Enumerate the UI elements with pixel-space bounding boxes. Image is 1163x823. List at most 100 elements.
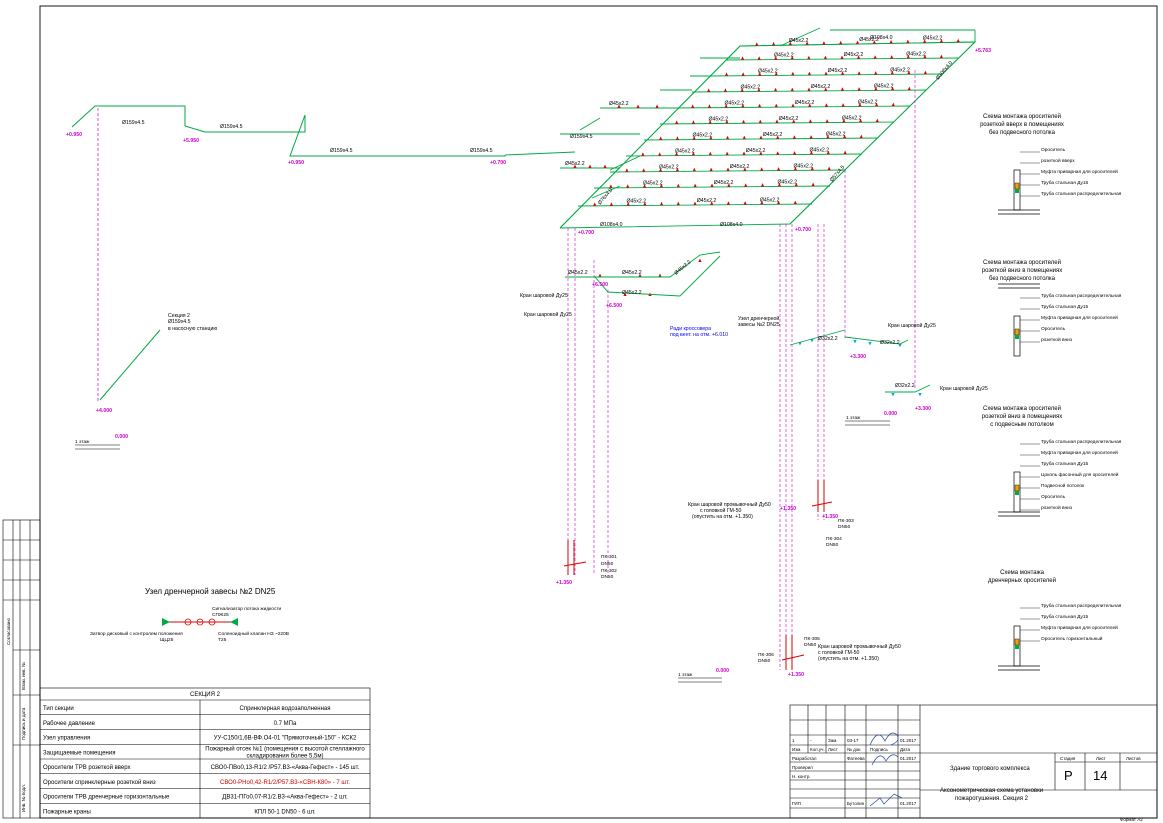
scheme-coupling <box>1014 484 1020 492</box>
sprinkler-head <box>742 151 746 155</box>
table-cell-value: ДВ31-ПГо0,07-R1/2.В3-«Аква-Гефест» - 2 ш… <box>222 795 348 801</box>
scheme-title-line: розеткой вверх в помещениях <box>980 121 1064 128</box>
elev-e7: +5.763 <box>975 48 991 54</box>
section-table <box>39 687 371 819</box>
section-table-title: СЕКЦИЯ 2 <box>190 692 221 698</box>
scheme-label: розеткой вниз <box>1041 504 1073 511</box>
table-cell-key: Оросители спринклерные розеткой вниз <box>43 779 156 786</box>
branch-label: Ø45х2.2 <box>828 68 848 74</box>
label-d159-b: Ø159х4.5 <box>220 124 243 130</box>
scheme-title-line: розеткой вниз в помещениях <box>982 413 1063 420</box>
sprinkler-head <box>642 168 646 172</box>
signature <box>869 732 903 807</box>
side-stamp-inv: Инв. № подл. <box>21 784 26 812</box>
scheme-sprinkler <box>1015 491 1019 495</box>
table-cell-value: складирования более 5,5м) <box>246 753 323 759</box>
sprinkler-head <box>794 182 798 187</box>
sprinkler-head <box>826 150 830 155</box>
elev-e13: +1.350 <box>556 580 572 586</box>
branch-label: Ø45х2.2 <box>923 36 943 42</box>
branch-label: Ø45х2.2 <box>627 199 647 205</box>
scheme-sprinkler <box>1015 189 1019 193</box>
sprinkler-head <box>906 54 910 59</box>
sheet-frame <box>39 5 1158 819</box>
sprinkler-head <box>707 104 712 108</box>
sprinkler-head <box>842 134 847 139</box>
sprinkler-head <box>825 119 829 123</box>
stamp-rev-cell: 03-17 <box>847 738 859 743</box>
sprinkler-head <box>658 273 662 277</box>
sprinkler-head <box>826 134 830 139</box>
sprinkler-head <box>809 150 814 155</box>
sprinkler-head <box>725 119 729 124</box>
fire-hydrants <box>563 480 833 670</box>
sprinkler-head <box>617 104 621 108</box>
scheme-branch <box>1013 169 1021 211</box>
branch-label: Ø45х2.2 <box>741 85 761 91</box>
table-cell-key: Рабочее давление <box>43 721 96 727</box>
sprinkler-head <box>906 39 910 44</box>
note-blue-2: под вент. на отм. +6.010 <box>670 332 728 338</box>
floor-label-1: 1 этаж <box>75 439 90 445</box>
sprinkler-head <box>658 168 663 172</box>
table-cell-value: 0.7 МПа <box>274 721 297 727</box>
branch-label: Ø45х2.2 <box>643 181 663 187</box>
table-cell-value: СВО0-РНо0,42-R1/2/Р57.В3-«СВН-К80» - 7 ш… <box>220 780 350 786</box>
stamp-role: Разработал <box>792 756 817 761</box>
sprinkler-head <box>757 56 761 60</box>
branch-label: Ø45х2.2 <box>795 100 815 106</box>
branch-label: Ø45х2.2 <box>746 148 766 154</box>
sprinkler-head-down <box>810 339 814 343</box>
sprinkler-head <box>658 152 662 156</box>
stamp-rev-cell: 01.2017 <box>900 738 917 743</box>
note-valve50-3: (опустить на отм. +1.350) <box>692 514 753 520</box>
sprinkler-head <box>857 87 861 91</box>
label-32-a: Ø32х2.2 <box>818 336 838 342</box>
sprinkler-head <box>889 39 893 44</box>
label-32-b: Ø32х2.2 <box>880 340 900 346</box>
sheet-value: 14 <box>1093 768 1107 783</box>
label-d108-c: Ø108х4.0 <box>870 35 893 41</box>
sprinkler-head <box>792 119 796 123</box>
sprinkler-head <box>641 152 645 156</box>
table-cell-key: Оросители ТРВ розеткой вверх <box>43 764 131 771</box>
label-32-c: Ø32х2.2 <box>895 383 915 389</box>
scheme-title-line: Схема монтажа <box>1000 570 1045 576</box>
branch-label: Ø45х2.2 <box>779 116 799 122</box>
sprinkler-head <box>858 102 862 107</box>
scheme-label: Подвесной потолок <box>1041 482 1085 489</box>
branch-label: Ø45х2.2 <box>906 51 926 57</box>
scheme-label: Муфта приварная для оросителей <box>1041 168 1118 175</box>
stamp-header-cell: Подпись <box>870 747 888 752</box>
sprinkler-head <box>742 135 746 140</box>
elev-e2: +5.950 <box>183 138 199 144</box>
sprinkler-head-down <box>853 340 857 344</box>
branch-label: Ø45х2.2 <box>758 69 778 75</box>
table-cell-value: Спринклерная водозаполненная <box>239 706 330 712</box>
sprinkler-head <box>840 71 845 75</box>
floor-label-3: 1 этаж <box>678 672 693 678</box>
scheme-sprinkler <box>1015 335 1019 339</box>
label-d108-a: Ø108х4.0 <box>600 222 623 228</box>
sprinkler-head <box>588 164 592 168</box>
sprinkler-head <box>709 167 713 172</box>
sprinkler-head <box>841 103 845 107</box>
title-block <box>789 704 1158 819</box>
mounting-schemes: Схема монтажа оросителей розеткой вверх в… <box>980 113 1122 671</box>
scheme-label: Муфта приварная для оросителей <box>1041 624 1118 631</box>
branch-label: Ø45х2.2 <box>609 101 629 107</box>
note-valve-du25-d: Кран шаровой Ду25 <box>940 385 988 392</box>
table-cell-value: УУ-С150/1,6В-ВФ.О4-01 "Прямоточный-150" … <box>214 735 357 742</box>
branch-label: Ø45х2.2 <box>810 147 830 153</box>
scheme-title-line: Схема монтажа оросителей <box>983 259 1061 266</box>
scheme-label: Труба стальная распределительная <box>1041 293 1122 299</box>
sprinkler-head <box>626 202 630 206</box>
table-cell-value: Пожарный отсек №1 (помещения с высотой с… <box>205 745 365 752</box>
sprinkler-head-down <box>868 342 872 346</box>
label-d159-vert: Ø159х4.5 <box>570 134 593 140</box>
sprinkler-head <box>923 39 927 43</box>
sprinkler-head <box>626 184 630 188</box>
elev-e8: +6.500 <box>592 282 608 288</box>
stamp-date: 01.2017 <box>900 756 917 761</box>
